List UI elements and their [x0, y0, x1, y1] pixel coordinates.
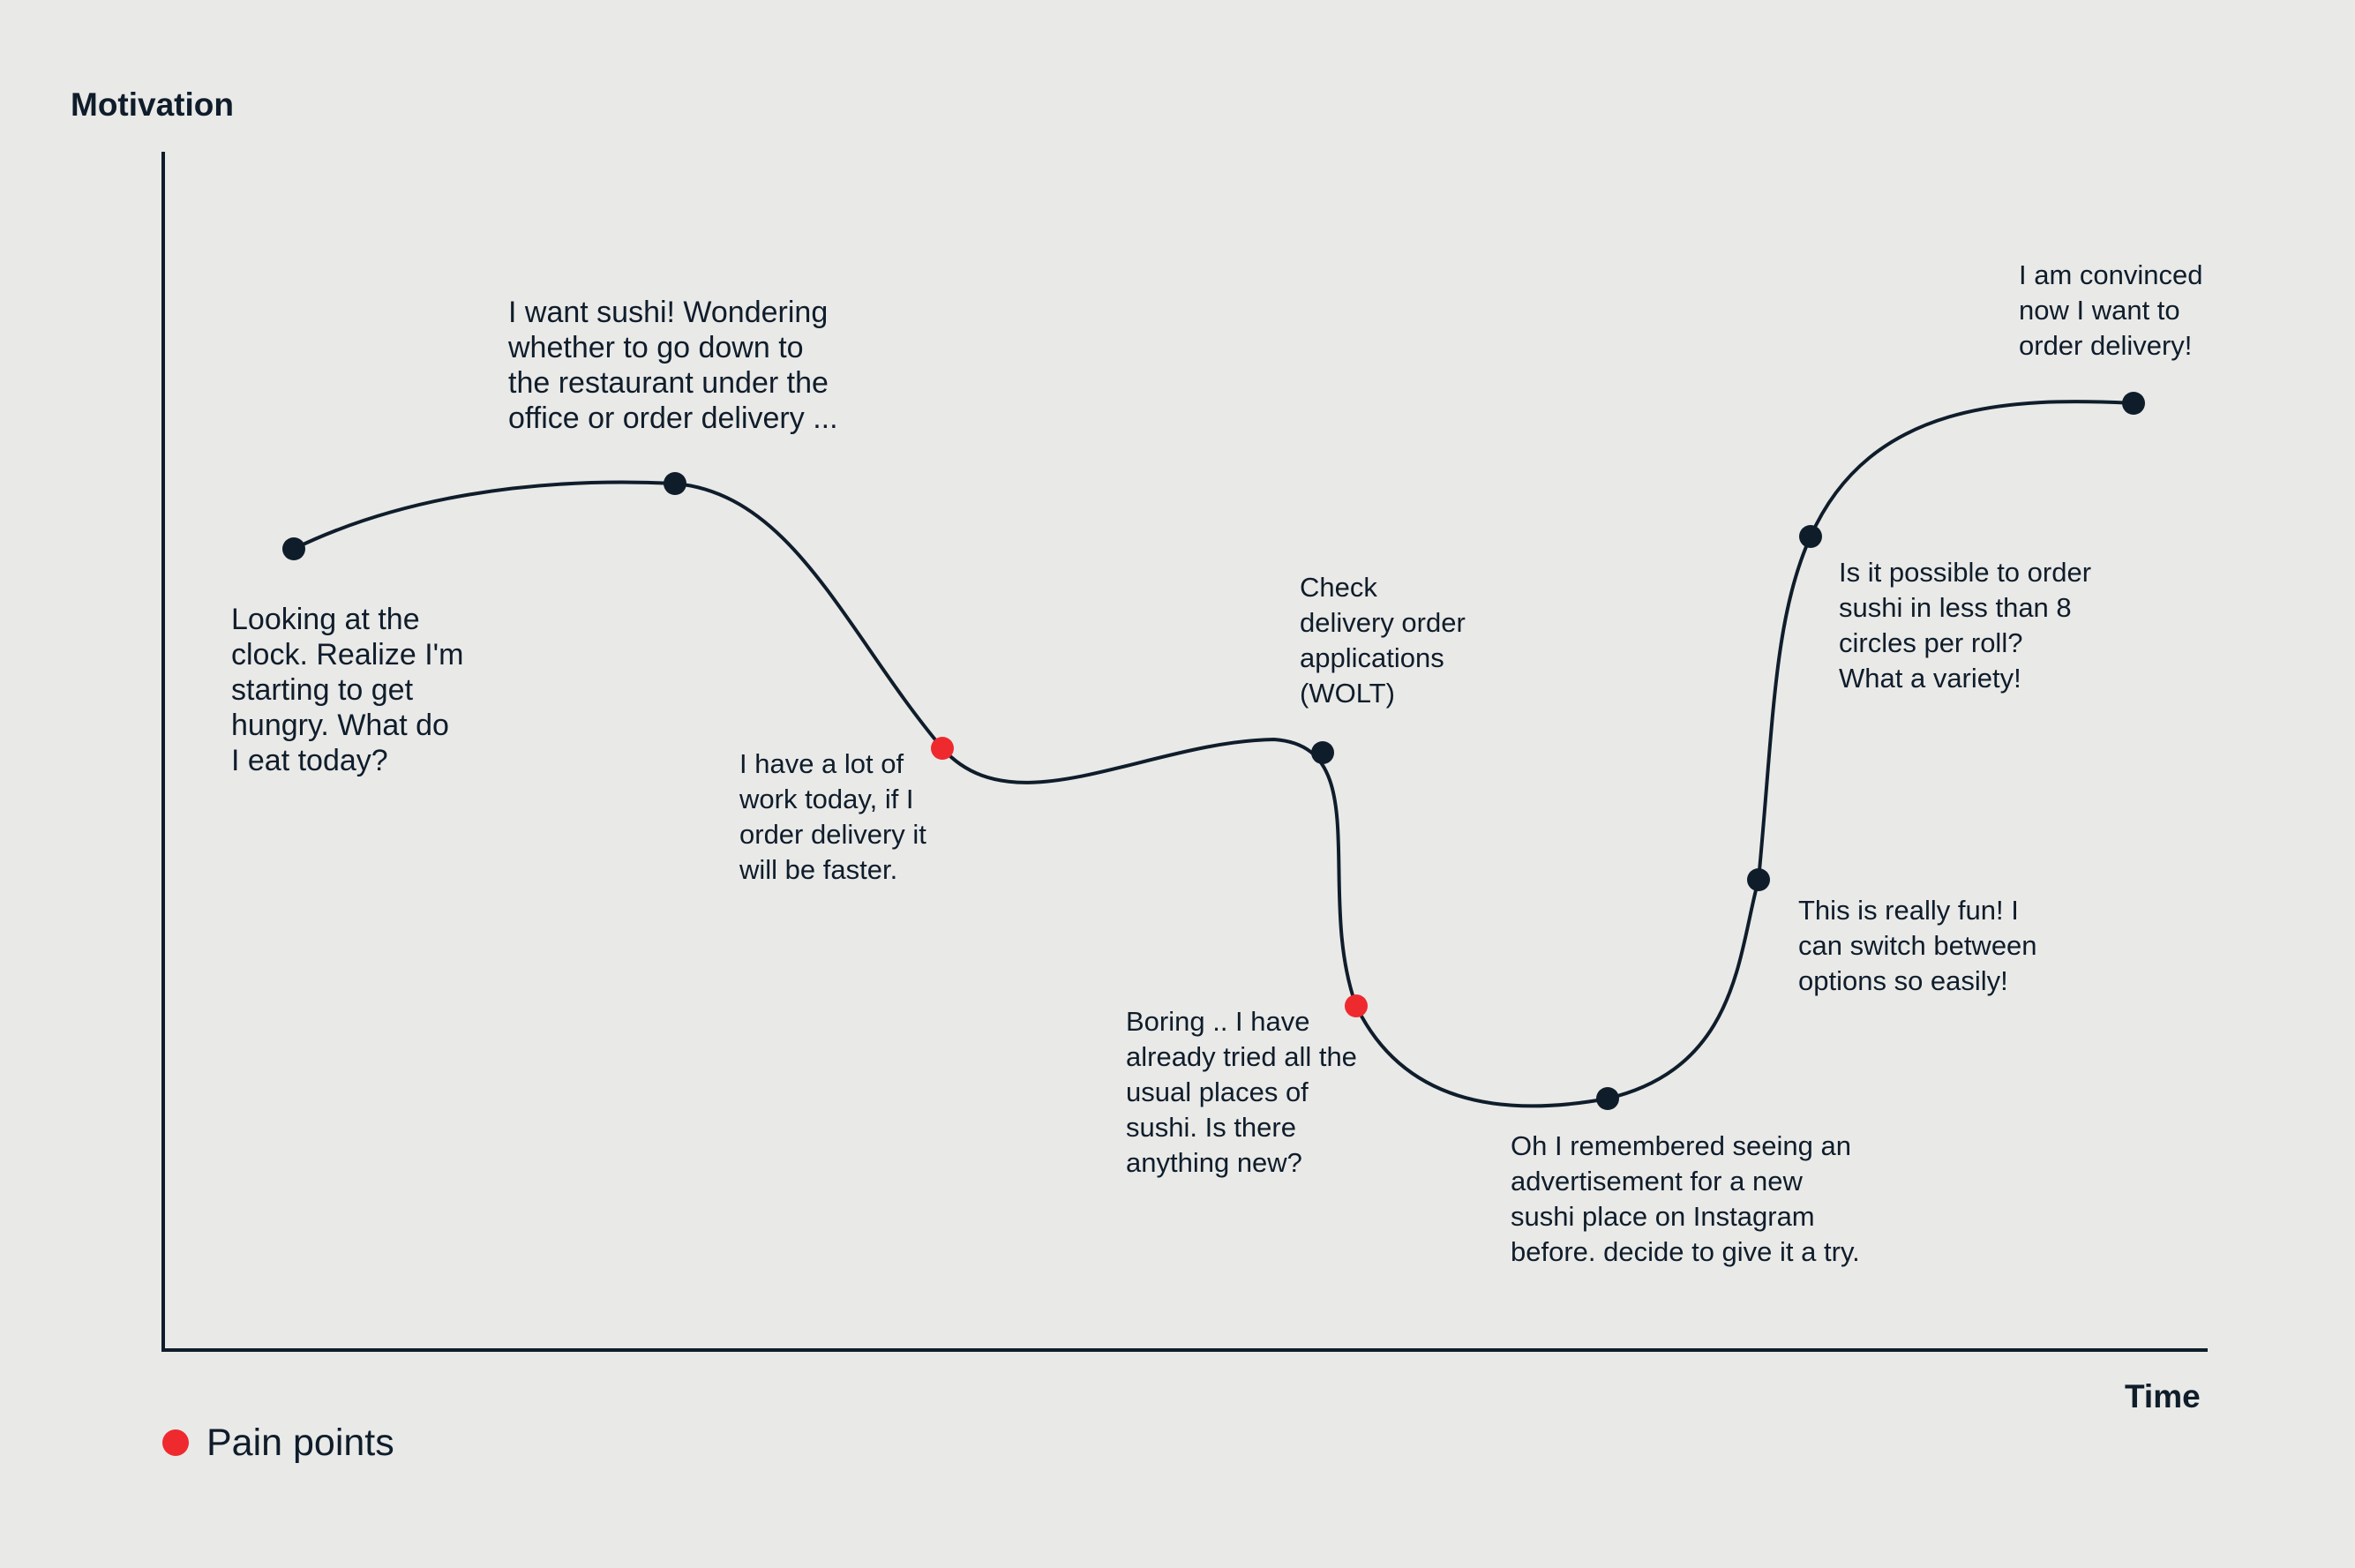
- step-note-5: Boring .. I have already tried all the u…: [1126, 1006, 1357, 1178]
- x-axis-label: Time: [2125, 1378, 2201, 1414]
- step-note-2: I want sushi! Wondering whether to go do…: [508, 296, 838, 435]
- journey-point-2: [664, 472, 686, 495]
- step-note-4: Check delivery order applications (WOLT): [1300, 572, 1466, 709]
- step-note-1: Looking at the clock. Realize I'm starti…: [231, 603, 464, 777]
- journey-point-3: [931, 737, 954, 760]
- step-note-3: I have a lot of work today, if I order d…: [739, 748, 926, 885]
- step-note-6: Oh I remembered seeing an advertisement …: [1511, 1130, 1860, 1267]
- motivation-curve: [293, 400, 2134, 1108]
- pain-point-legend-label: Pain points: [206, 1421, 394, 1464]
- step-note-9: I am convinced now I want to order deliv…: [2019, 259, 2203, 361]
- step-note-7: This is really fun! I can switch between…: [1798, 895, 2037, 996]
- journey-point-8: [1799, 525, 1822, 548]
- journey-point-6: [1596, 1087, 1619, 1110]
- journey-point-9: [2122, 392, 2145, 415]
- legend: Pain points: [162, 1421, 394, 1465]
- journey-point-7: [1747, 868, 1770, 891]
- journey-point-1: [282, 537, 305, 560]
- journey-point-4: [1311, 741, 1334, 764]
- y-axis-label: Motivation: [71, 86, 234, 123]
- journey-points: [282, 392, 2145, 1110]
- step-note-8: Is it possible to order sushi in less th…: [1839, 557, 2092, 694]
- pain-point-legend-marker: [162, 1429, 189, 1456]
- journey-point-5: [1345, 994, 1368, 1017]
